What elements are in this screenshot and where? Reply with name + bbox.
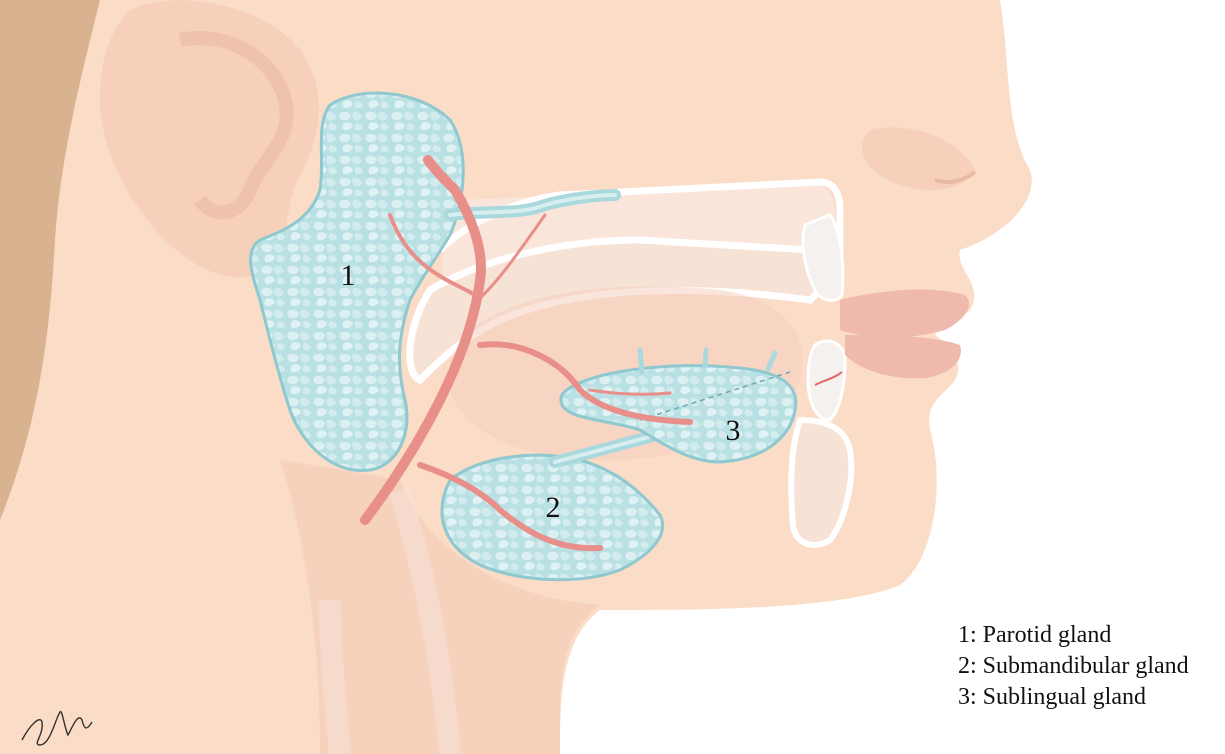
legend-item-parotid: 1: Parotid gland [958, 620, 1189, 651]
upper-lip [840, 290, 969, 338]
legend-item-sublingual: 3: Sublingual gland [958, 682, 1189, 713]
marker-1: 1 [341, 259, 356, 292]
legend-item-submandibular: 2: Submandibular gland [958, 651, 1189, 682]
marker-3: 3 [726, 414, 741, 447]
legend: 1: Parotid gland 2: Submandibular gland … [958, 620, 1189, 713]
marker-2: 2 [546, 491, 561, 524]
